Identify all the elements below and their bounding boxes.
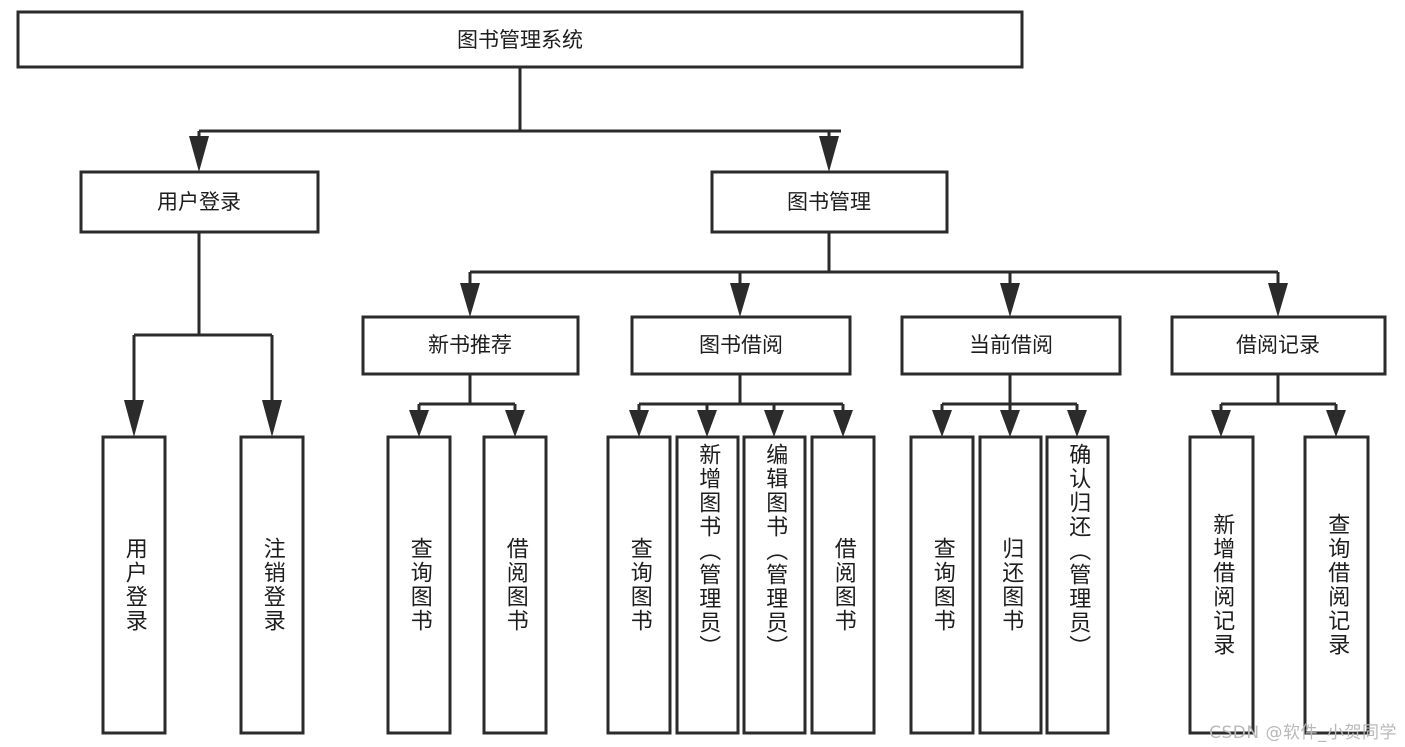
- arrow-head-leaf-confirm-return: [1067, 410, 1087, 437]
- node-leaf-user-login-box[interactable]: [101, 435, 167, 735]
- node-layer: 图书管理系统 用户登录 图书管理 新书推荐 图书借阅 当前借阅 借阅记录: [16, 10, 1387, 735]
- node-book-management-box[interactable]: [710, 170, 949, 234]
- node-book-management-label: 图书管理: [787, 190, 871, 214]
- arrow-head-leaf-query-book-1: [409, 410, 429, 437]
- node-current-borrow-label: 当前借阅: [969, 333, 1053, 357]
- arrow-head-leaf-logout-login: [262, 400, 282, 437]
- arrow-head-leaf-user-login: [124, 400, 144, 437]
- node-leaf-query-record-box[interactable]: [1303, 435, 1370, 735]
- node-borrow-record-label: 借阅记录: [1236, 333, 1320, 357]
- node-leaf-query-book-3-box[interactable]: [909, 435, 975, 735]
- arrow-head-leaf-borrow-book-1: [505, 410, 525, 437]
- arrow-head-leaf-query-book-2: [629, 410, 649, 437]
- node-book-borrow-box[interactable]: [630, 315, 852, 376]
- node-leaf-borrow-book-2-box[interactable]: [810, 435, 876, 735]
- node-leaf-edit-book-box[interactable]: [742, 435, 807, 735]
- node-leaf-query-book-1-box[interactable]: [386, 435, 452, 735]
- node-leaf-query-book-2-box[interactable]: [606, 435, 672, 735]
- node-leaf-logout-login-box[interactable]: [239, 435, 305, 735]
- arrow-head-leaf-return-book: [1000, 410, 1020, 437]
- node-root-label: 图书管理系统: [457, 28, 583, 52]
- arrow-head-user-login: [189, 136, 209, 172]
- arrow-head-leaf-add-book: [697, 410, 717, 437]
- node-new-book-recommend-label: 新书推荐: [428, 333, 512, 357]
- node-leaf-return-book-box[interactable]: [978, 435, 1043, 735]
- node-book-borrow-label: 图书借阅: [699, 333, 783, 357]
- connector-layer: [124, 67, 1346, 437]
- arrow-head-leaf-borrow-book-2: [833, 410, 853, 437]
- arrow-head-leaf-add-record: [1211, 410, 1231, 437]
- arrow-head-book-management: [819, 136, 839, 172]
- node-leaf-borrow-book-1-box[interactable]: [482, 435, 548, 735]
- arrow-head-current-borrow: [1000, 283, 1020, 317]
- arrow-head-new-book-recommend: [460, 283, 480, 317]
- arrow-head-book-borrow: [730, 283, 750, 317]
- arrow-head-leaf-query-record: [1326, 410, 1346, 437]
- node-current-borrow-box[interactable]: [900, 315, 1122, 376]
- node-user-login-label: 用户登录: [157, 190, 241, 214]
- node-user-login-box[interactable]: [79, 170, 320, 234]
- node-leaf-add-record-box[interactable]: [1188, 435, 1255, 735]
- node-new-book-recommend-box[interactable]: [361, 315, 580, 376]
- node-borrow-record-box[interactable]: [1170, 315, 1387, 376]
- node-leaf-confirm-return-box[interactable]: [1045, 435, 1110, 735]
- node-leaf-add-book-box[interactable]: [675, 435, 740, 735]
- csdn-watermark: CSDN @软件_小贺同学: [1209, 723, 1397, 743]
- arrow-head-borrow-record: [1268, 283, 1288, 317]
- arrow-head-leaf-edit-book: [764, 410, 784, 437]
- node-root-box[interactable]: [16, 10, 1024, 69]
- arrow-head-leaf-query-book-3: [932, 410, 952, 437]
